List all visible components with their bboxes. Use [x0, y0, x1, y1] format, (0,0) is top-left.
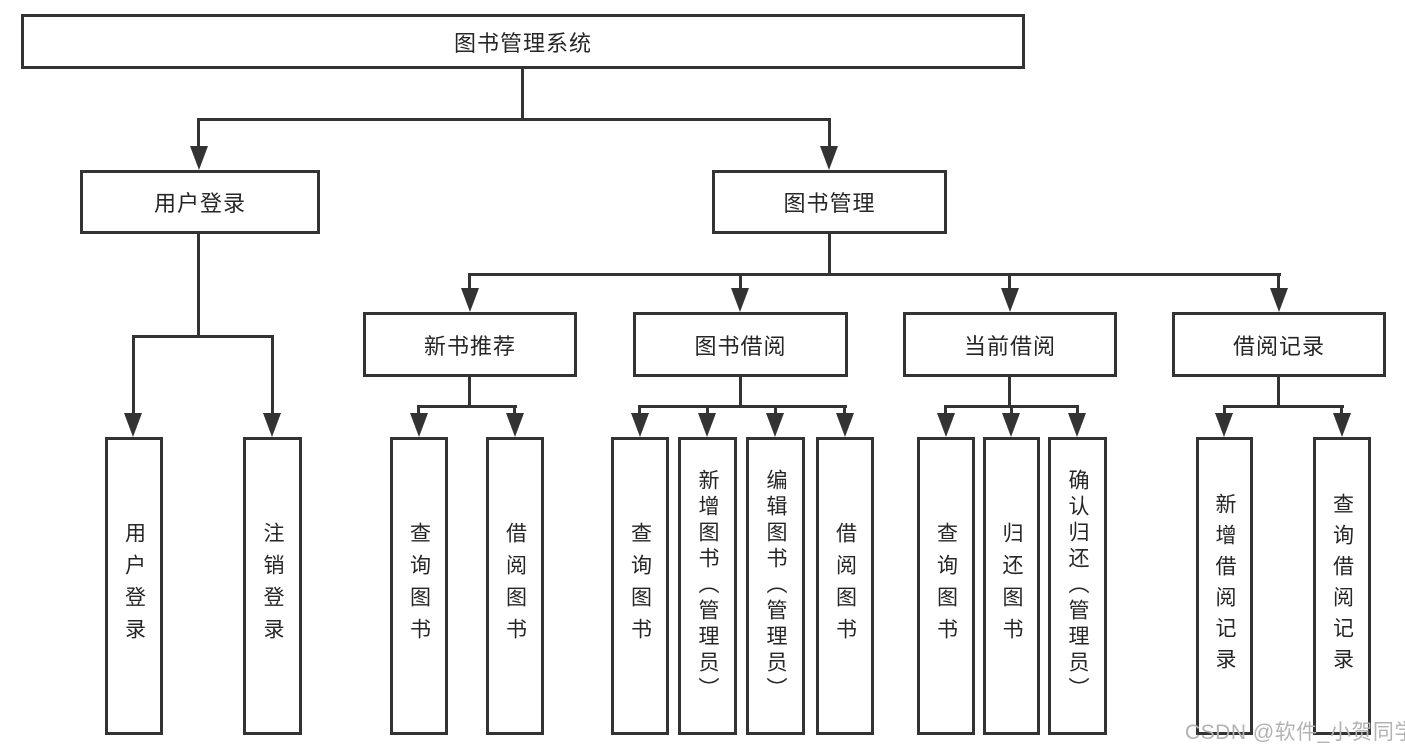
leaf-label: 查询图书	[934, 522, 958, 650]
connector-line	[774, 405, 777, 415]
leaf-label: 新增借阅记录	[1213, 493, 1236, 679]
connector-line	[1223, 405, 1344, 408]
leaf-edit-book-admin: 编辑图书（管理员）	[746, 437, 805, 735]
leaf-label: 查询借阅记录	[1330, 493, 1354, 679]
connector-line	[197, 233, 200, 337]
connector-line	[1223, 405, 1226, 415]
leaf-add-borrow-record: 新增借阅记录	[1196, 437, 1253, 735]
connector-line	[132, 335, 274, 338]
arrow-down-icon	[731, 288, 749, 312]
node-label: 图书借阅	[694, 333, 787, 359]
node-borrowing-records: 借阅记录	[1172, 312, 1386, 377]
connector-line	[828, 233, 831, 276]
connector-line	[417, 405, 420, 415]
node-book-management: 图书管理	[712, 170, 947, 234]
node-label: 图书管理	[783, 191, 876, 216]
arrow-down-icon	[631, 413, 649, 437]
leaf-query-books: 查询图书	[917, 437, 975, 735]
node-user-login: 用户登录	[80, 170, 320, 234]
connector-line	[468, 377, 471, 408]
arrow-down-icon	[1215, 413, 1233, 437]
connector-line	[468, 273, 1281, 276]
connector-line	[197, 118, 200, 150]
node-new-book-recommend: 新书推荐	[363, 312, 577, 377]
connector-line	[843, 405, 846, 415]
connector-line	[638, 405, 641, 415]
connector-line	[739, 377, 742, 408]
arrow-down-icon	[766, 413, 784, 437]
node-book-borrowing: 图书借阅	[633, 312, 848, 377]
arrow-down-icon	[1001, 288, 1019, 312]
leaf-label: 查询图书	[407, 522, 431, 650]
arrow-down-icon	[461, 288, 479, 312]
connector-line	[739, 273, 742, 291]
arrow-down-icon	[124, 413, 142, 437]
connector-line	[468, 273, 471, 291]
leaf-logout: 注销登录	[243, 437, 302, 735]
connector-line	[638, 405, 847, 408]
connector-line	[1008, 273, 1011, 291]
arrow-down-icon	[1068, 413, 1086, 437]
leaf-label: 用户登录	[122, 522, 146, 650]
leaf-borrow-books: 借阅图书	[816, 437, 874, 735]
node-current-borrowing: 当前借阅	[903, 312, 1117, 377]
node-label: 图书管理系统	[453, 30, 592, 56]
leaf-borrow-books: 借阅图书	[486, 437, 544, 735]
connector-line	[132, 335, 135, 415]
node-label: 新书推荐	[423, 333, 516, 359]
connector-line	[1008, 377, 1011, 408]
connector-line	[944, 405, 947, 415]
arrow-down-icon	[1002, 413, 1020, 437]
leaf-add-book-admin: 新增图书（管理员）	[678, 437, 737, 735]
connector-line	[513, 405, 516, 415]
arrow-down-icon	[698, 413, 716, 437]
arrow-down-icon	[836, 413, 854, 437]
connector-line	[197, 118, 831, 121]
connector-line	[1277, 273, 1280, 291]
arrow-down-icon	[937, 413, 955, 437]
connector-line	[1277, 377, 1280, 408]
watermark-text: CSDN @软件_小贺同学	[1185, 721, 1405, 744]
arrow-down-icon	[506, 413, 524, 437]
leaf-label: 新增图书（管理员）	[696, 469, 719, 703]
connector-line	[1076, 405, 1079, 415]
leaf-query-books: 查询图书	[390, 437, 448, 735]
node-label: 借阅记录	[1232, 333, 1325, 359]
leaf-label: 借阅图书	[833, 522, 857, 650]
leaf-label: 借阅图书	[503, 522, 527, 650]
connector-line	[1340, 405, 1343, 415]
node-label: 当前借阅	[963, 333, 1056, 359]
connector-line	[706, 405, 709, 415]
leaf-query-books: 查询图书	[611, 437, 669, 735]
leaf-label: 编辑图书（管理员）	[764, 469, 787, 703]
arrow-down-icon	[410, 413, 428, 437]
connector-line	[271, 335, 274, 415]
leaf-label: 查询图书	[628, 522, 652, 650]
arrow-down-icon	[1270, 288, 1288, 312]
connector-line	[828, 118, 831, 150]
connector-line	[521, 69, 524, 121]
leaf-return-books: 归还图书	[983, 437, 1040, 735]
arrow-down-icon	[1333, 413, 1351, 437]
node-library-system-root: 图书管理系统	[21, 14, 1025, 69]
node-label: 用户登录	[153, 191, 246, 216]
leaf-label: 注销登录	[261, 522, 284, 650]
leaf-user-login: 用户登录	[105, 437, 163, 735]
connector-line	[417, 405, 517, 408]
arrow-down-icon	[263, 413, 281, 437]
leaf-confirm-return-admin: 确认归还（管理员）	[1048, 437, 1107, 735]
arrow-down-icon	[190, 146, 208, 170]
leaf-label: 确认归还（管理员）	[1066, 469, 1089, 703]
leaf-query-borrow-record: 查询借阅记录	[1313, 437, 1371, 735]
arrow-down-icon	[820, 146, 838, 170]
connector-line	[1010, 405, 1013, 415]
leaf-label: 归还图书	[1000, 522, 1023, 650]
